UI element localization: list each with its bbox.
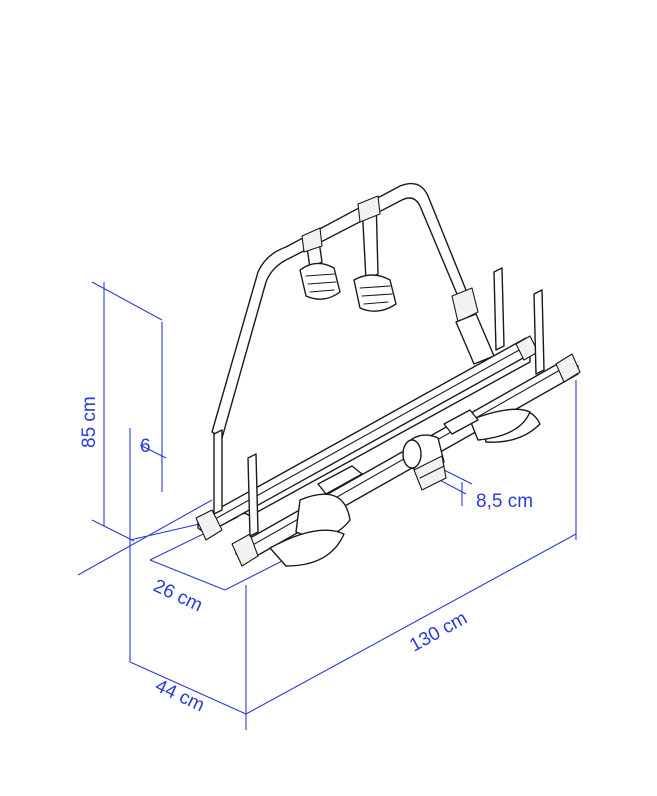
offset-label: 6 (140, 436, 151, 457)
upright-right-back (493, 267, 505, 351)
wheel-cradle-right-front (469, 408, 531, 441)
tube-extension-b (443, 469, 473, 485)
width-dimension-line (245, 533, 577, 715)
ratchet-holder-right (353, 274, 397, 312)
offset-tick (139, 444, 167, 459)
base-diagonal-left (77, 499, 213, 576)
upright-left-front (213, 429, 223, 515)
support-bracket (317, 465, 363, 495)
center-mount-cap (402, 439, 422, 469)
rail-spacing-dimension-line (149, 559, 226, 591)
width-label: 130 cm (406, 608, 471, 657)
arch-lower-right (455, 313, 495, 365)
tube-label: 8,5 cm (476, 491, 533, 512)
bike-carrier (195, 182, 581, 567)
support-bracket-right (443, 409, 479, 435)
rail-endcap-back-left (195, 509, 223, 541)
rail-endcap-front-left (231, 533, 259, 567)
height-extension-bottom (91, 519, 135, 542)
height-label: 85 cm (79, 396, 100, 448)
ratchet-holder-left (299, 262, 341, 300)
post-clamp-right (357, 195, 381, 223)
wheel-cradle-left-front (269, 529, 345, 567)
rail-back-line (205, 343, 531, 525)
depth-dimension-line (129, 661, 247, 715)
rail-endcap-front-right (555, 353, 581, 383)
upright-right-front (533, 289, 545, 375)
post-clamp-left (301, 227, 323, 253)
arch-joint (451, 287, 479, 323)
upright-left-back (247, 453, 259, 537)
center-mount-line (419, 465, 445, 479)
depth-label: 44 cm (152, 675, 208, 716)
height-extension-top (91, 281, 163, 321)
rail-spacing-label: 26 cm (150, 575, 206, 616)
dimension-lines (77, 281, 577, 730)
